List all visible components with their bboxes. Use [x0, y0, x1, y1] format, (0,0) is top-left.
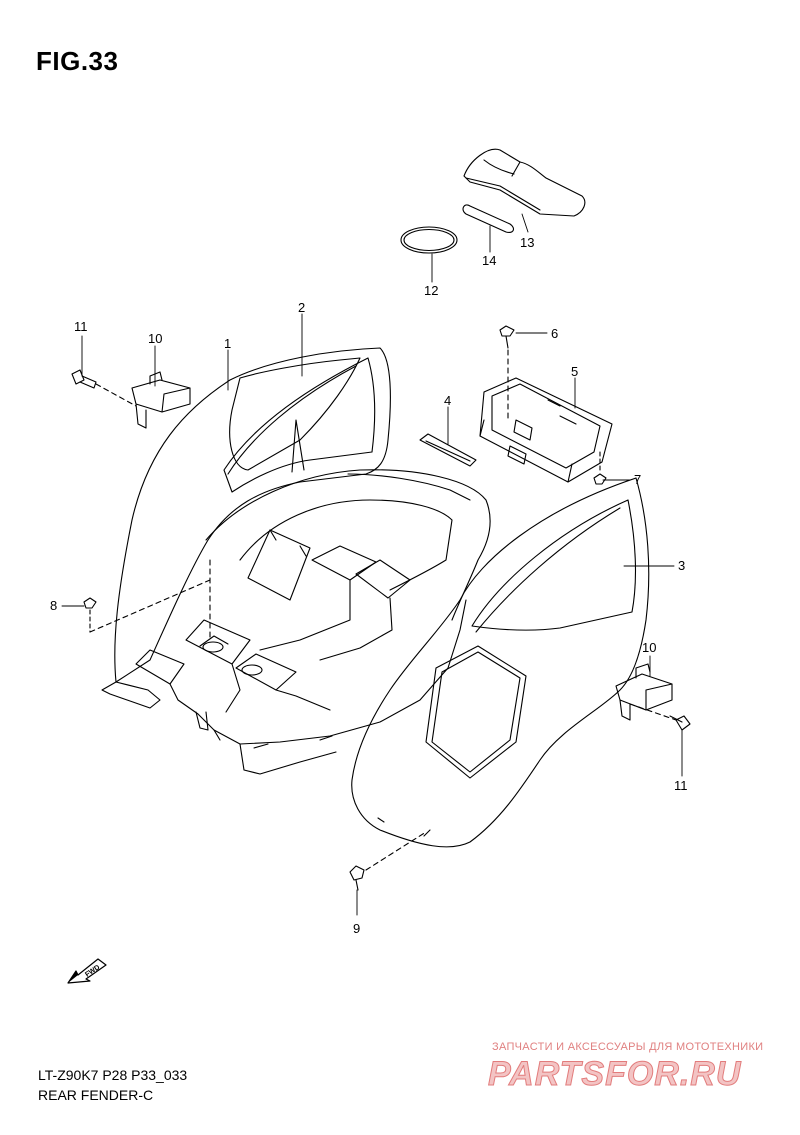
figure-title: FIG.33 — [36, 46, 119, 76]
callout-1: 1 — [224, 336, 231, 351]
callout-2: 2 — [298, 300, 305, 315]
screw-6-part — [499, 325, 515, 349]
fwd-arrow-icon: FWD — [67, 958, 107, 984]
bracket-left-part — [131, 371, 191, 429]
callout-4: 4 — [444, 393, 451, 408]
callout-10-left: 10 — [148, 331, 162, 346]
bolt-left-part — [71, 369, 97, 389]
footer-model-code: LT-Z90K7 P28 P33_033 — [38, 1067, 188, 1083]
watermark-tagline: ЗАПЧАСТИ И АКСЕССУАРЫ ДЛЯ МОТОТЕХНИКИ — [492, 1041, 764, 1053]
storage-tray-part — [479, 377, 613, 483]
callout-14: 14 — [482, 253, 496, 268]
callout-9: 9 — [353, 921, 360, 936]
callout-10-right: 10 — [642, 640, 656, 655]
callout-12: 12 — [424, 283, 438, 298]
rear-fender-body-part — [101, 347, 491, 775]
tool-bag-part — [463, 148, 586, 217]
fwd-label: FWD — [84, 964, 101, 979]
screw-8-part — [83, 579, 211, 633]
bolt-right-part — [669, 715, 691, 731]
callout-13: 13 — [520, 235, 534, 250]
rivet-9-part — [349, 865, 365, 891]
o-ring-part — [400, 226, 458, 254]
watermark-brand: PARTSFOR.RU — [487, 1055, 742, 1094]
callout-11-left: 11 — [74, 319, 88, 334]
decal-part — [229, 357, 361, 471]
pin-part — [462, 204, 515, 233]
screw-7-part — [593, 451, 607, 485]
callout-6: 6 — [551, 326, 558, 341]
right-fender-panel-part — [351, 477, 650, 848]
callout-11-right: 11 — [674, 778, 688, 793]
leader-lines — [61, 213, 683, 916]
callout-5: 5 — [571, 364, 578, 379]
emblem-part — [419, 433, 477, 467]
callout-7: 7 — [634, 472, 641, 487]
callout-3: 3 — [678, 558, 685, 573]
footer-figure-name: REAR FENDER-C — [38, 1087, 154, 1103]
bracket-right-part — [615, 663, 673, 721]
callout-8: 8 — [50, 598, 57, 613]
